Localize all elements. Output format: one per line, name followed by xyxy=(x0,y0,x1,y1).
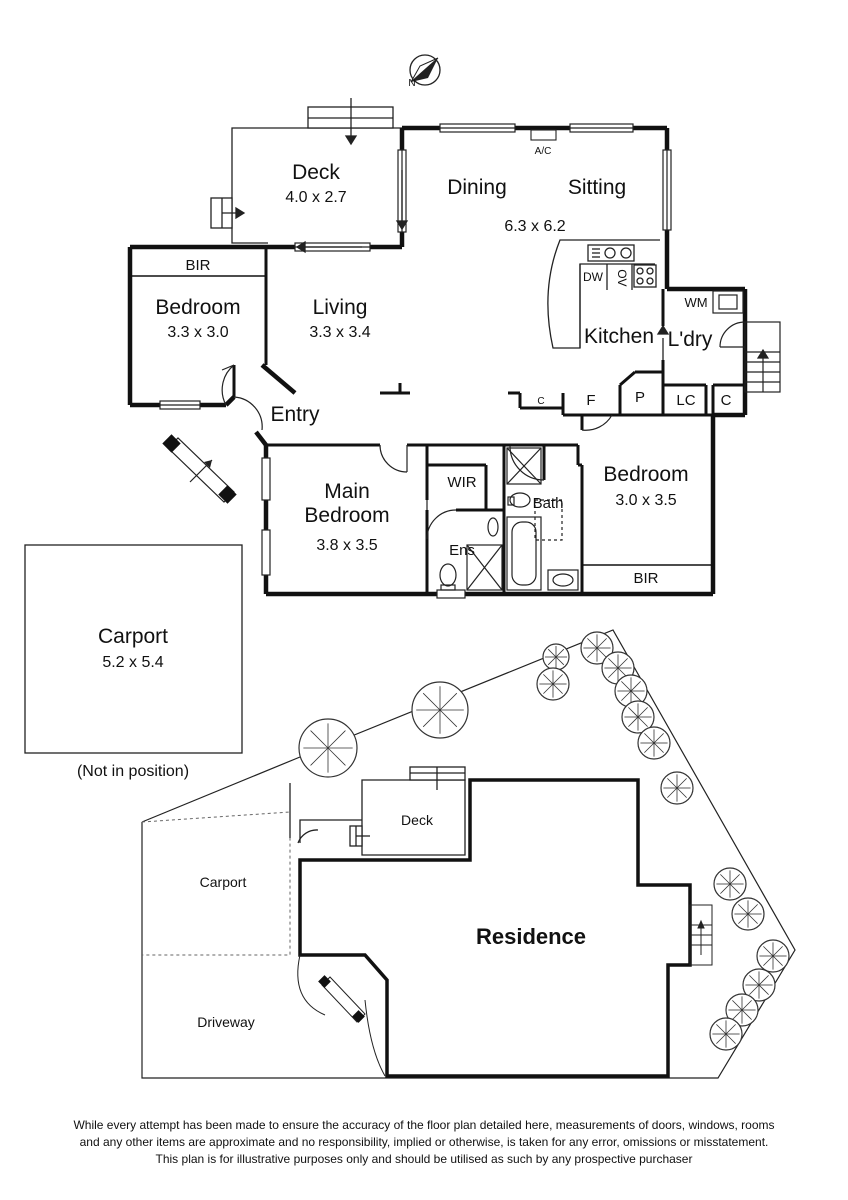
ensuite-label: Ens xyxy=(449,542,475,559)
living-name: Living xyxy=(312,296,368,319)
entry-window-bay xyxy=(162,434,237,504)
laundry-fittings xyxy=(712,290,744,314)
tree-icon xyxy=(756,939,790,973)
site-trees xyxy=(298,631,790,1051)
tree-icon xyxy=(660,771,694,805)
fridge-label: F xyxy=(586,392,596,409)
sitting-name: Sitting xyxy=(567,176,627,199)
sliding-door-arrows xyxy=(295,170,670,360)
tree-icon xyxy=(298,718,358,778)
bir-east-label: BIR xyxy=(633,570,659,587)
bedroom-east-name: Bedroom xyxy=(603,463,689,486)
disclaimer: While every attempt has been made to ens… xyxy=(30,1117,818,1168)
compass-north-label: N xyxy=(408,78,416,89)
deck-steps-arrows xyxy=(222,98,358,220)
bedroom-east-dims: 3.0 x 3.5 xyxy=(615,492,677,509)
tree-icon xyxy=(709,1017,743,1051)
dining-sitting-dims: 6.3 x 6.2 xyxy=(504,218,566,235)
site-back-stairs xyxy=(689,904,713,966)
wir-label: WIR xyxy=(447,474,477,491)
ac-label: A/C xyxy=(534,146,552,157)
washing-machine-label: WM xyxy=(684,295,708,310)
site-residence xyxy=(298,778,692,1078)
tree-icon xyxy=(542,643,570,671)
tree-icon xyxy=(411,681,469,739)
interior-walls xyxy=(130,247,747,594)
bathroom-fixtures xyxy=(439,447,579,591)
site-entry-bay xyxy=(297,954,386,1077)
dishwasher-label: DW xyxy=(583,270,603,284)
tree-icon xyxy=(713,867,747,901)
ac-unit xyxy=(530,129,557,141)
disclaimer-line: This plan is for illustrative purposes o… xyxy=(155,1152,693,1166)
tree-icon xyxy=(731,897,765,931)
living-dims: 3.3 x 3.4 xyxy=(309,324,371,341)
deck-name: Deck xyxy=(292,161,340,184)
tree-icon xyxy=(742,968,776,1002)
site-deck-label: Deck xyxy=(401,812,433,828)
disclaimer-line: and any other items are approximate and … xyxy=(79,1135,769,1149)
main-bedroom-dims: 3.8 x 3.5 xyxy=(316,537,378,554)
site-carport-label: Carport xyxy=(199,874,247,890)
tree-icon xyxy=(580,631,614,665)
bir-west-label: BIR xyxy=(185,257,211,274)
bath-label: Bath xyxy=(532,495,564,512)
site-driveway-label: Driveway xyxy=(197,1014,255,1030)
laundry-name: L'dry xyxy=(667,328,713,351)
compass-icon xyxy=(409,54,441,86)
oven-label: OV xyxy=(614,269,629,287)
site-residence-label: Residence xyxy=(475,924,587,949)
back-stairs xyxy=(744,321,781,393)
carport-dims: 5.2 x 5.4 xyxy=(102,654,164,671)
site-deck xyxy=(289,766,466,856)
kitchen-bench xyxy=(547,239,660,349)
linen-cupboard-label: LC xyxy=(676,392,696,409)
tree-icon xyxy=(536,667,570,701)
deck-dims: 4.0 x 2.7 xyxy=(285,189,347,206)
tree-icon xyxy=(637,726,671,760)
bedroom-west-name: Bedroom xyxy=(155,296,241,319)
carport-note: (Not in position) xyxy=(76,763,190,780)
carport-name: Carport xyxy=(97,625,169,648)
pantry-label: P xyxy=(634,389,646,406)
disclaimer-line: While every attempt has been made to ens… xyxy=(73,1118,775,1132)
main-bedroom-name: Main Bedroom xyxy=(304,480,390,528)
carport-outline xyxy=(24,544,243,754)
bedroom-west-dims: 3.3 x 3.0 xyxy=(167,324,229,341)
dining-name: Dining xyxy=(447,176,507,199)
tree-icon xyxy=(621,700,655,734)
tree-icon xyxy=(725,993,759,1027)
site-carport-driveway xyxy=(141,811,291,956)
kitchen-name: Kitchen xyxy=(583,325,655,348)
cupboard-c1-label: C xyxy=(537,396,545,407)
entry-name: Entry xyxy=(270,403,320,426)
cupboard-c2-label: C xyxy=(720,392,732,409)
